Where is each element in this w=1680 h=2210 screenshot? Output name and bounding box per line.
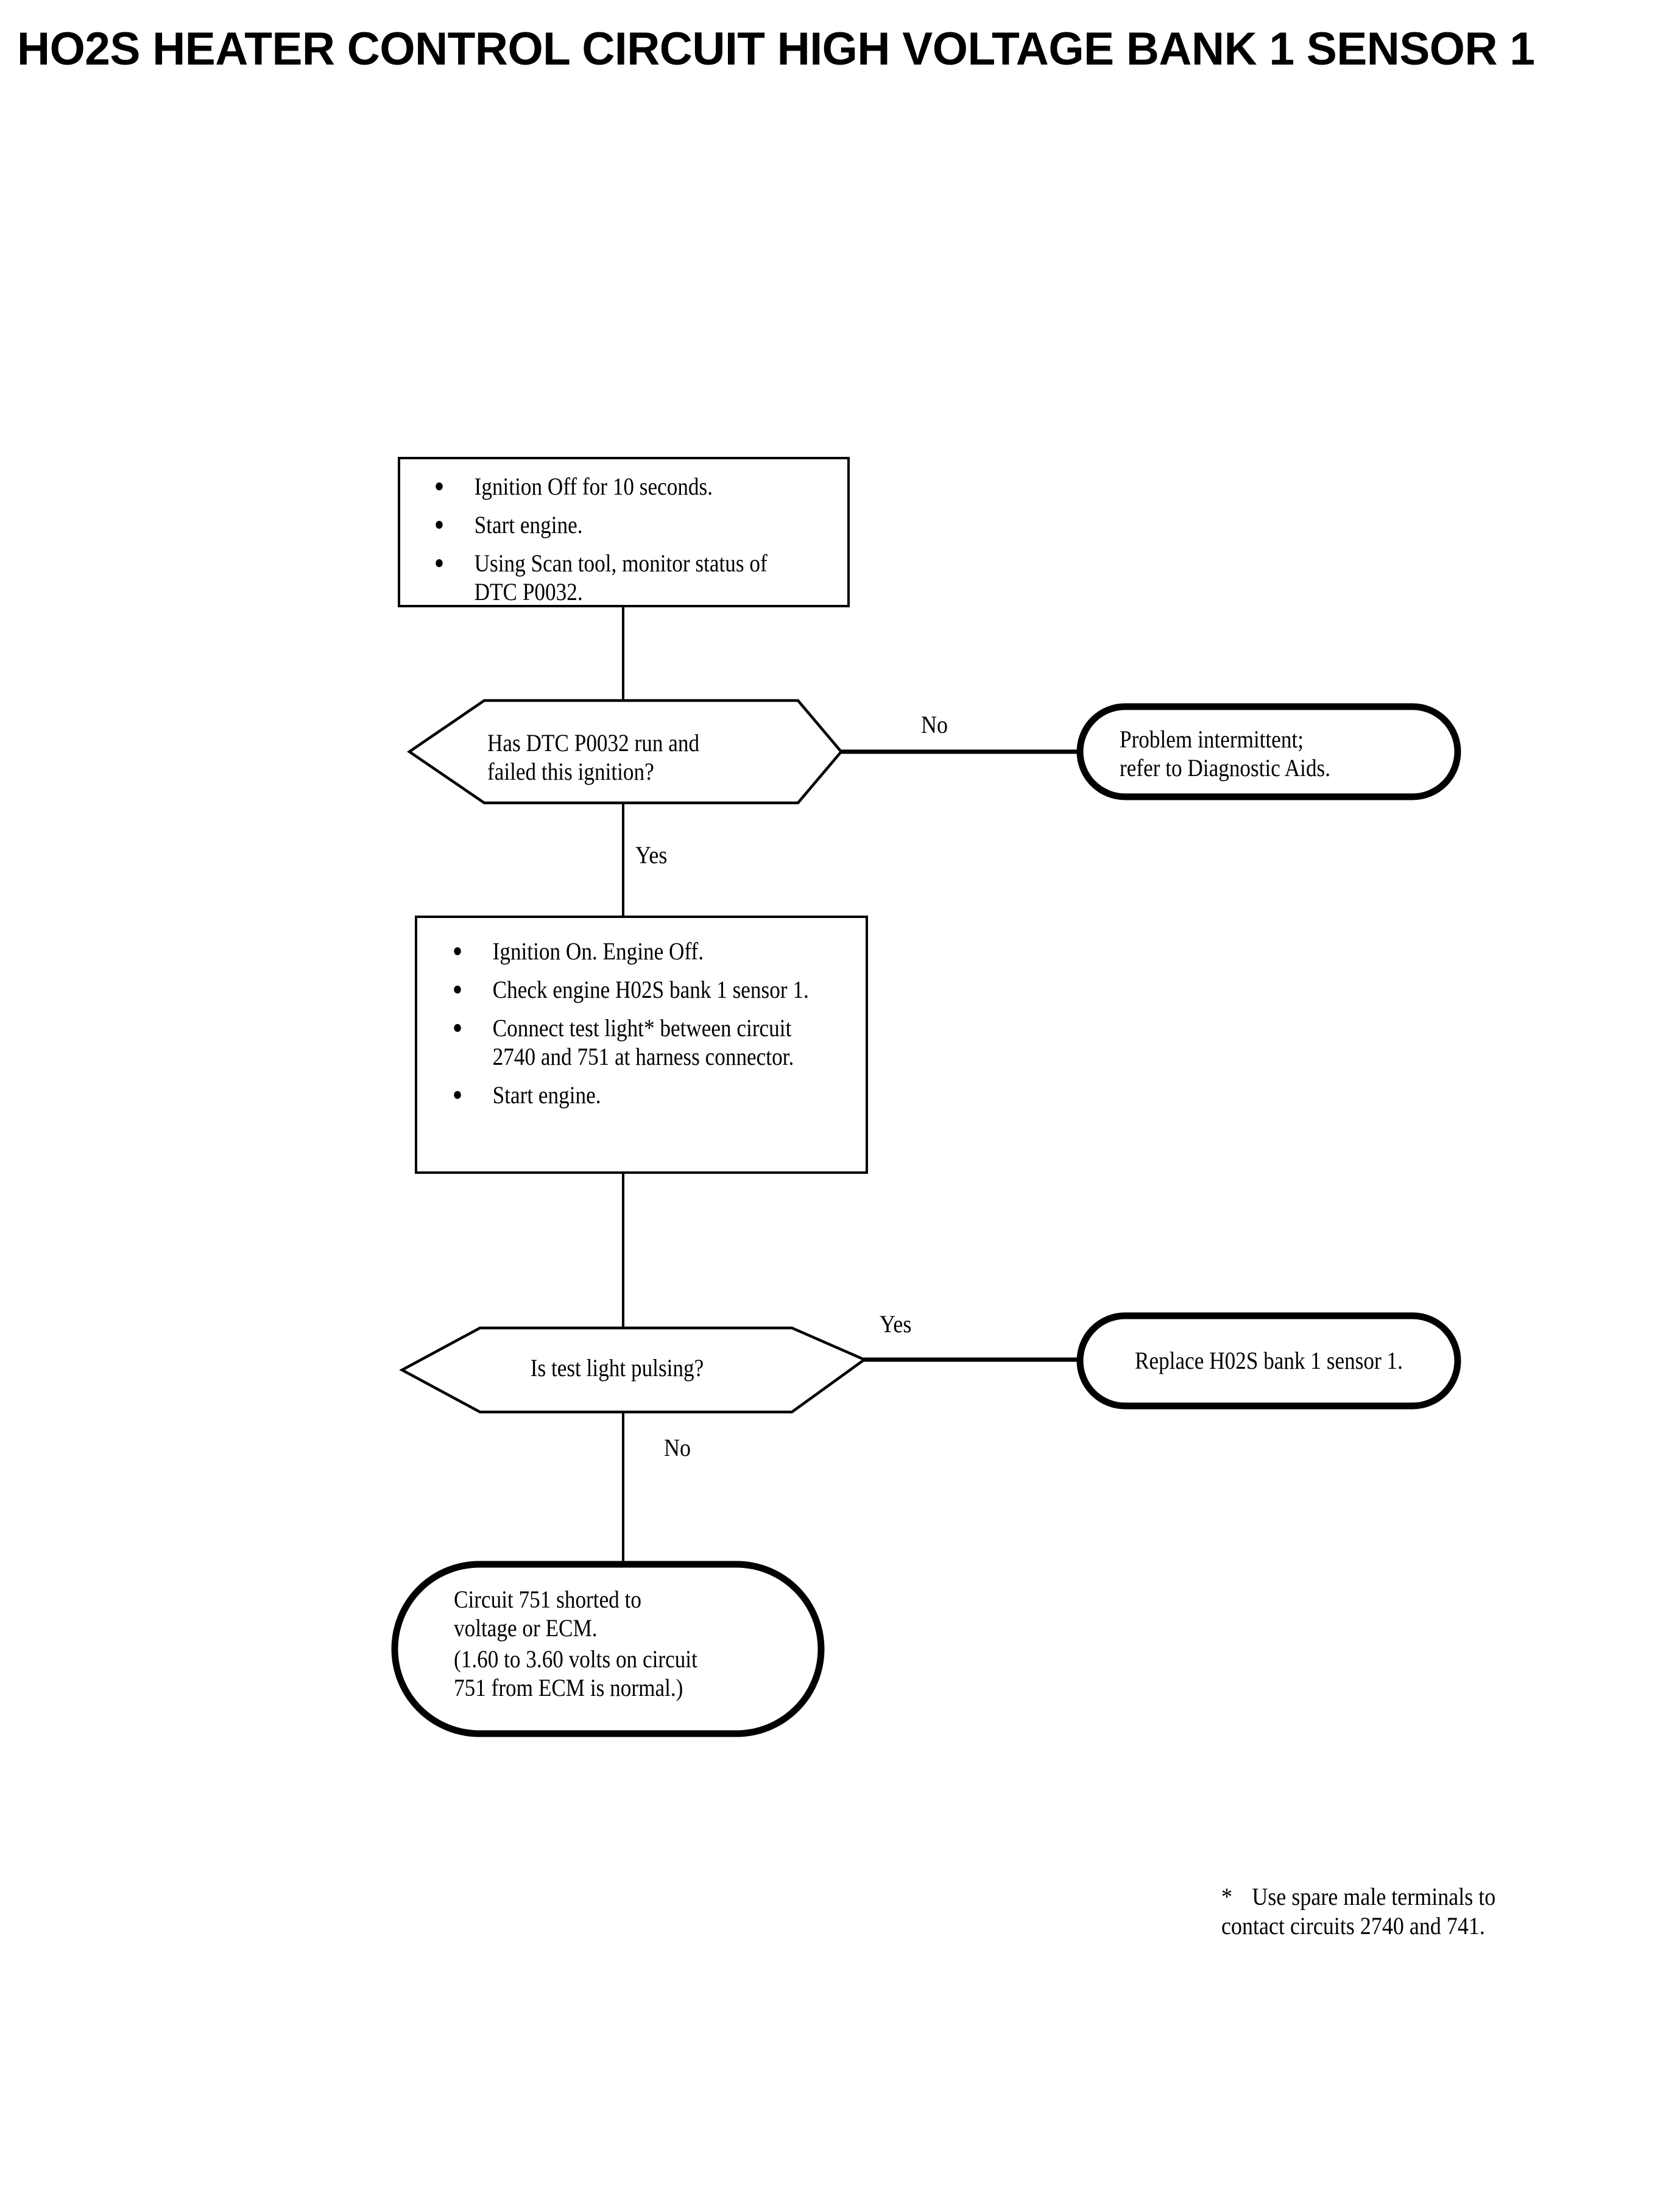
node-decision1-label-line1: Has DTC P0032 run and: [487, 729, 700, 757]
footnote: * Use spare male terminals to contact ci…: [1221, 1882, 1561, 1941]
branch-label-decision2-no: No: [664, 1434, 691, 1461]
node-step1-box: [398, 457, 850, 607]
footnote-line1: Use spare male terminals to: [1252, 1883, 1496, 1910]
node-decision2-label: Is test light pulsing?: [530, 1354, 704, 1382]
node-decision2-hexagon: [399, 1326, 867, 1414]
list-item: Connect test light* between circuit 2740…: [451, 1014, 810, 1071]
bullet-dot-icon: [436, 482, 443, 490]
node-result2-terminal: [1076, 1312, 1461, 1410]
list-item: Start engine.: [432, 510, 786, 539]
list-item: Ignition Off for 10 seconds.: [432, 472, 786, 501]
bullet-dot-icon: [436, 559, 443, 567]
list-item: Start engine.: [451, 1081, 810, 1109]
list-item: Check engine H02S bank 1 sensor 1.: [451, 975, 810, 1004]
node-result3-label-line2: voltage or ECM.: [454, 1614, 598, 1642]
branch-label-decision1-yes: Yes: [635, 841, 668, 869]
list-item-label: Connect test light* between circuit 2740…: [492, 1014, 794, 1070]
node-result3-terminal: [391, 1561, 825, 1737]
node-result2-label: Replace H02S bank 1 sensor 1.: [1135, 1347, 1403, 1374]
branch-label-decision2-yes: Yes: [880, 1310, 912, 1338]
bullet-dot-icon: [454, 1024, 461, 1032]
list-item-label: Ignition On. Engine Off.: [492, 937, 704, 965]
bullet-dot-icon: [454, 1091, 461, 1099]
node-step2-bullet-list: Ignition On. Engine Off. Check engine H0…: [451, 937, 859, 1109]
bullet-dot-icon: [454, 947, 461, 955]
page-title: HO2S HEATER CONTROL CIRCUIT HIGH VOLTAGE…: [17, 23, 1535, 75]
branch-label-decision1-no: No: [921, 711, 948, 738]
node-result1-label-line2: refer to Diagnostic Aids.: [1120, 754, 1331, 782]
list-item-label: Check engine H02S bank 1 sensor 1.: [492, 976, 809, 1003]
node-result1-terminal: [1076, 703, 1461, 800]
list-item-label: Ignition Off for 10 seconds.: [474, 473, 713, 500]
list-item-label: Start engine.: [492, 1081, 601, 1109]
list-item: Using Scan tool, monitor status of DTC P…: [432, 549, 786, 606]
node-decision1-label-line2: failed this ignition?: [487, 758, 654, 785]
footnote-marker: *: [1221, 1883, 1232, 1910]
node-result3-label-line3: (1.60 to 3.60 volts on circuit: [454, 1645, 697, 1673]
node-result1-label-line1: Problem intermittent;: [1120, 725, 1304, 753]
bullet-dot-icon: [436, 521, 443, 529]
list-item: Ignition On. Engine Off.: [451, 937, 810, 966]
list-item-label: Using Scan tool, monitor status of DTC P…: [474, 549, 768, 605]
footnote-line2: contact circuits 2740 and 741.: [1221, 1912, 1485, 1940]
node-result3-label-line1: Circuit 751 shorted to: [454, 1586, 641, 1613]
list-item-label: Start engine.: [474, 511, 583, 538]
node-step1-bullet-list: Ignition Off for 10 seconds. Start engin…: [432, 472, 835, 606]
node-decision1-hexagon: [407, 699, 843, 805]
node-step2-box: [415, 916, 868, 1174]
bullet-dot-icon: [454, 986, 461, 994]
node-result3-label-line4: 751 from ECM is normal.): [454, 1674, 683, 1701]
